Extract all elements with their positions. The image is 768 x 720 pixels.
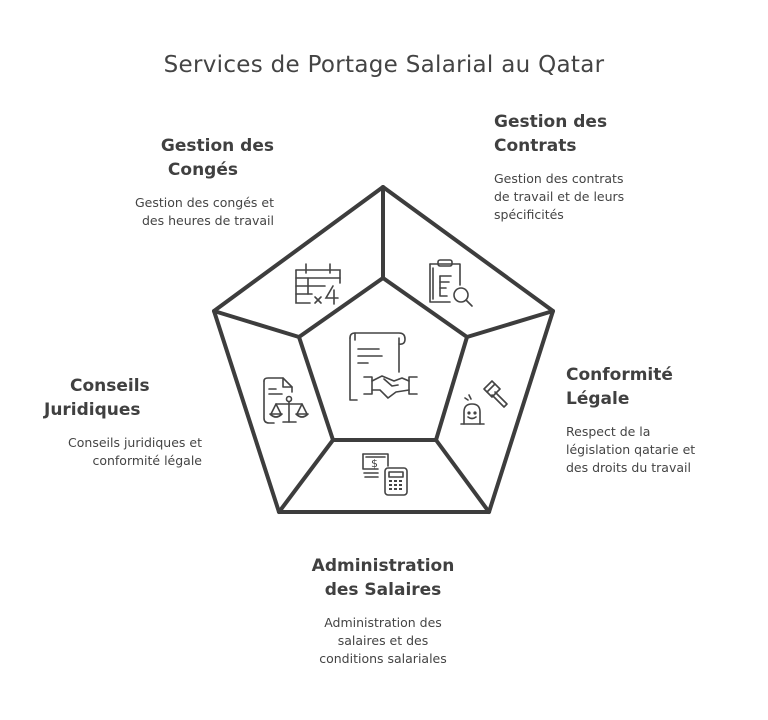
calendar-x4-icon [295, 263, 341, 305]
description-line: législation qatarie et [566, 442, 696, 457]
segment-heading: Conformité Légale [566, 363, 766, 411]
heading-line: des Salaires [324, 580, 442, 600]
segment-description: Administration des salaires et des condi… [283, 614, 483, 668]
description-line: Gestion des contrats [494, 171, 624, 186]
segment-conformite: Conformité Légale Respect de la législat… [566, 363, 766, 477]
segment-juridiques: Conseils Juridiques Conseils juridiques … [10, 374, 202, 470]
description-line: Administration des [324, 615, 442, 630]
segment-heading: Administration des Salaires [283, 554, 483, 602]
contract-handshake-icon [349, 332, 418, 401]
description-line: Respect de la [566, 424, 651, 439]
heading-line: Administration [311, 556, 455, 576]
description-line: salaires et des [337, 633, 429, 648]
description-line: conditions salariales [319, 651, 447, 666]
inner-pentagon [297, 276, 469, 442]
money-calculator-icon: $ [362, 453, 408, 496]
description-line: de travail et de leurs [494, 189, 625, 204]
diagram-title: Services de Portage Salarial au Qatar [163, 52, 605, 78]
segment-salaires: Administration des Salaires Administrati… [283, 554, 483, 668]
heading-line: Juridiques [44, 400, 141, 420]
description-line: Gestion des congés et [134, 195, 274, 210]
segment-description: Gestion des congés et des heures de trav… [60, 194, 274, 230]
segment-description: Conseils juridiques et conformité légale [10, 434, 202, 470]
heading-line: Gestion des [494, 112, 608, 132]
svg-text:$: $ [371, 457, 378, 470]
outer-pentagon [212, 185, 555, 514]
heading-line: Gestion des [160, 136, 274, 156]
heading-line: Conseils [70, 376, 150, 396]
heading-line: Congés [167, 160, 238, 180]
description-line: des droits du travail [566, 460, 691, 475]
heading-line: Conformité [566, 365, 673, 385]
segment-contrats: Gestion des Contrats Gestion des contrat… [494, 110, 754, 224]
segment-heading: Gestion des Congés [60, 134, 274, 182]
clipboard-search-icon [429, 259, 473, 307]
segment-description: Gestion des contrats de travail et de le… [494, 170, 754, 224]
description-line: des heures de travail [142, 213, 274, 228]
description-line: Conseils juridiques et [68, 435, 202, 450]
segment-description: Respect de la législation qatarie et des… [566, 423, 766, 477]
description-line: spécificités [494, 207, 564, 222]
segment-conges: Gestion des Congés Gestion des congés et… [60, 134, 274, 230]
segment-heading: Gestion des Contrats [494, 110, 754, 158]
document-scales-icon [263, 377, 309, 424]
gavel-icon [460, 380, 508, 425]
description-line: conformité légale [92, 453, 202, 468]
heading-line: Légale [566, 389, 630, 409]
segment-heading: Conseils Juridiques [10, 374, 202, 422]
heading-line: Contrats [494, 136, 577, 156]
